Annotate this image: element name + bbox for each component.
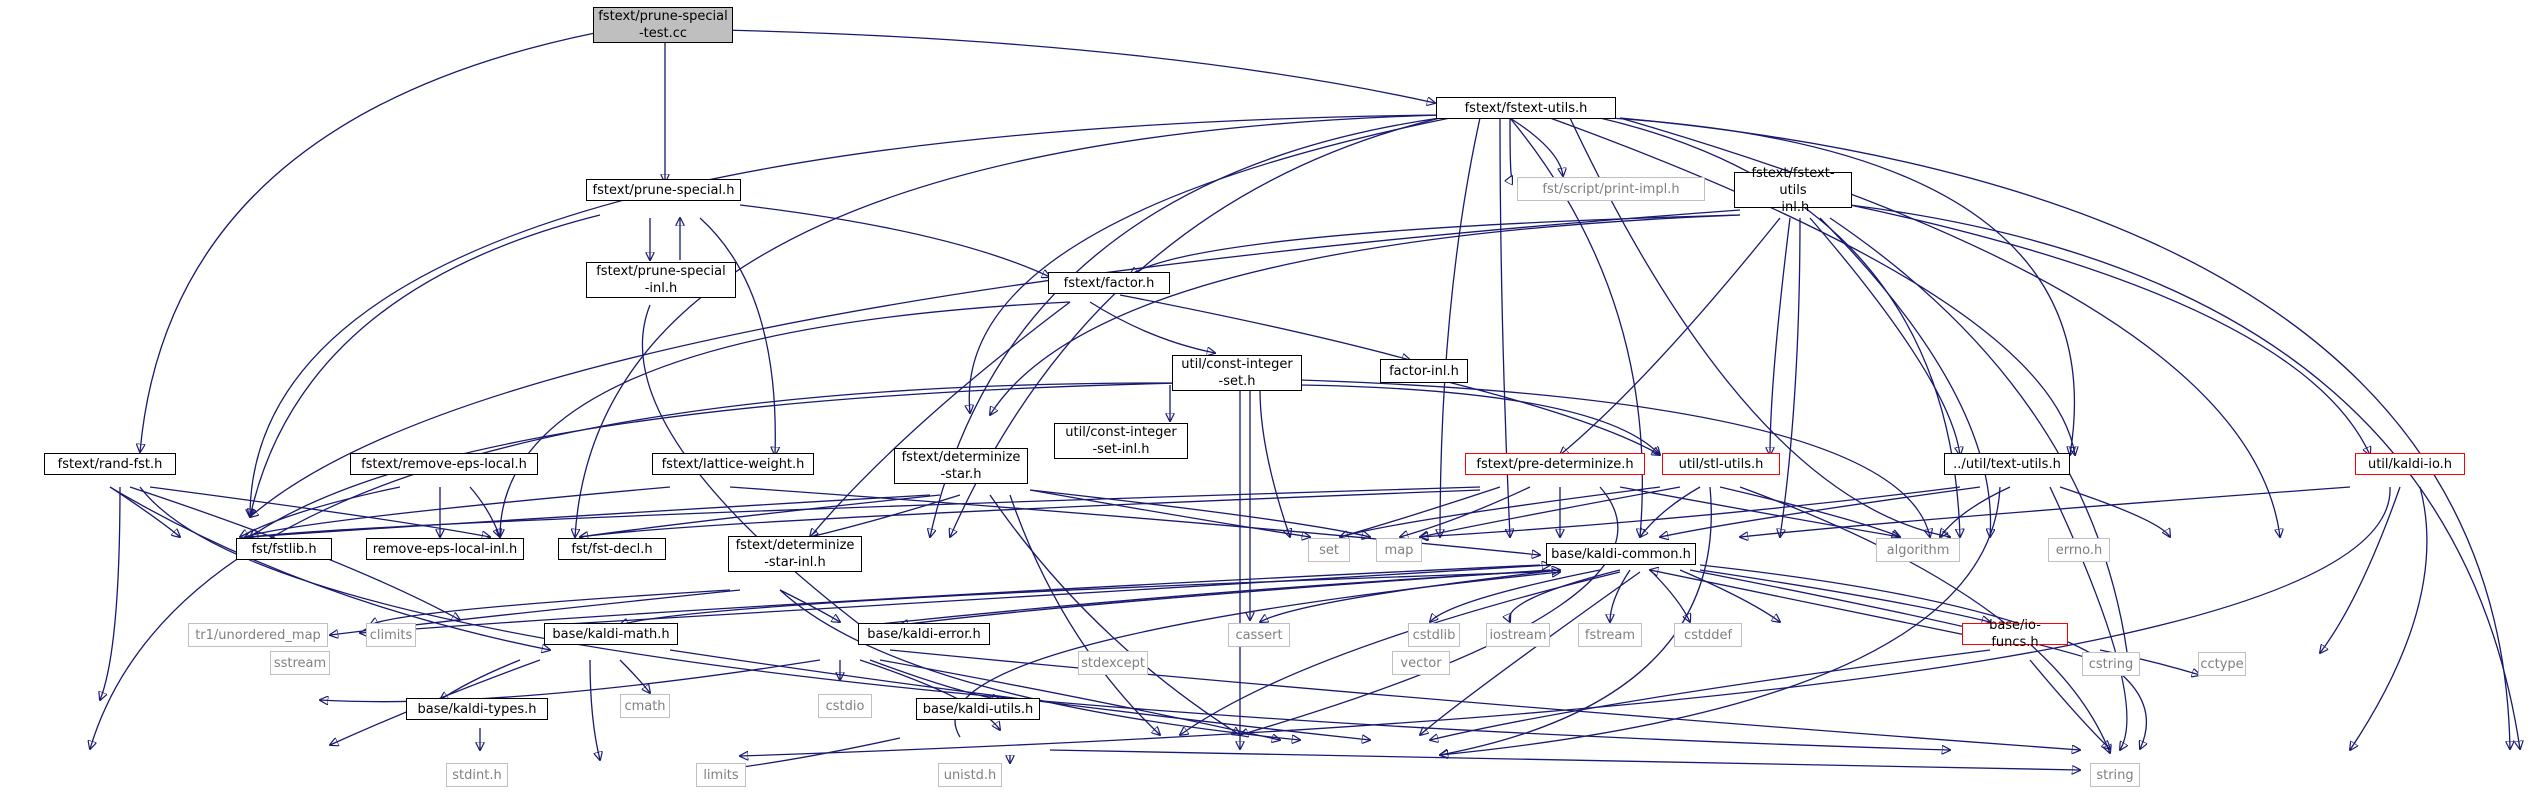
node-kaldi-math[interactable]: base/kaldi-math.h [544, 623, 678, 645]
node-cstdlib[interactable]: cstdlib [1408, 623, 1460, 647]
node-kaldi-types[interactable]: base/kaldi-types.h [406, 698, 548, 720]
node-kaldi-io[interactable]: util/kaldi-io.h [2355, 453, 2465, 475]
node-stdint[interactable]: stdint.h [446, 763, 508, 787]
node-cmath[interactable]: cmath [620, 694, 670, 718]
node-fstext-utils[interactable]: fstext/fstext-utils.h [1436, 97, 1616, 119]
node-determinize-star-inl[interactable]: fstext/determinize -star-inl.h [728, 536, 862, 572]
node-unistd[interactable]: unistd.h [938, 763, 1002, 787]
node-const-integer-set[interactable]: util/const-integer -set.h [1172, 355, 1302, 391]
node-determinize-star[interactable]: fstext/determinize -star.h [894, 448, 1028, 484]
node-stl-utils[interactable]: util/stl-utils.h [1662, 453, 1780, 475]
node-cstdio[interactable]: cstdio [818, 694, 872, 718]
node-io-funcs[interactable]: base/io-funcs.h [1962, 618, 2068, 650]
node-prune-special-test[interactable]: fstext/prune-special -test.cc [593, 7, 733, 43]
node-errno[interactable]: errno.h [2048, 538, 2110, 562]
node-sstream[interactable]: sstream [270, 651, 330, 675]
node-fstream[interactable]: fstream [1578, 623, 1642, 647]
node-print-impl[interactable]: fst/script/print-impl.h [1517, 177, 1705, 201]
node-set[interactable]: set [1308, 538, 1350, 562]
node-pre-determinize[interactable]: fstext/pre-determinize.h [1465, 453, 1645, 475]
node-prune-special-inl[interactable]: fstext/prune-special -inl.h [586, 262, 736, 298]
node-remove-eps-local[interactable]: fstext/remove-eps-local.h [350, 453, 538, 475]
node-stdexcept[interactable]: stdexcept [1078, 651, 1148, 675]
node-text-utils[interactable]: ../util/text-utils.h [1944, 453, 2070, 475]
node-limits[interactable]: limits [696, 763, 746, 787]
node-vector[interactable]: vector [1392, 651, 1450, 675]
node-climits[interactable]: climits [366, 623, 416, 647]
node-iostream[interactable]: iostream [1486, 623, 1550, 647]
node-fstlib[interactable]: fst/fstlib.h [236, 538, 332, 560]
node-algorithm[interactable]: algorithm [1876, 538, 1960, 562]
node-kaldi-error[interactable]: base/kaldi-error.h [858, 623, 990, 645]
node-cassert[interactable]: cassert [1228, 623, 1290, 647]
node-string[interactable]: string [2090, 763, 2140, 787]
node-kaldi-utils[interactable]: base/kaldi-utils.h [916, 698, 1040, 720]
node-lattice-weight[interactable]: fstext/lattice-weight.h [652, 453, 814, 475]
node-factor-inl[interactable]: factor-inl.h [1380, 359, 1468, 383]
node-cstddef[interactable]: cstddef [1674, 623, 1742, 647]
node-map[interactable]: map [1376, 538, 1422, 562]
node-remove-eps-local-inl[interactable]: remove-eps-local-inl.h [366, 538, 524, 560]
node-kaldi-common[interactable]: base/kaldi-common.h [1546, 543, 1696, 565]
node-const-integer-set-inl[interactable]: util/const-integer -set-inl.h [1054, 423, 1188, 459]
node-cstring[interactable]: cstring [2082, 652, 2140, 676]
node-prune-special[interactable]: fstext/prune-special.h [586, 179, 741, 201]
node-rand-fst[interactable]: fstext/rand-fst.h [44, 453, 176, 475]
node-fstext-utils-inl[interactable]: fstext/fstext-utils -inl.h [1734, 166, 1852, 215]
node-fst-decl[interactable]: fst/fst-decl.h [558, 538, 666, 560]
node-cctype[interactable]: cctype [2198, 652, 2246, 676]
node-tr1-unordered-map[interactable]: tr1/unordered_map [188, 623, 328, 647]
node-factor[interactable]: fstext/factor.h [1048, 272, 1170, 294]
